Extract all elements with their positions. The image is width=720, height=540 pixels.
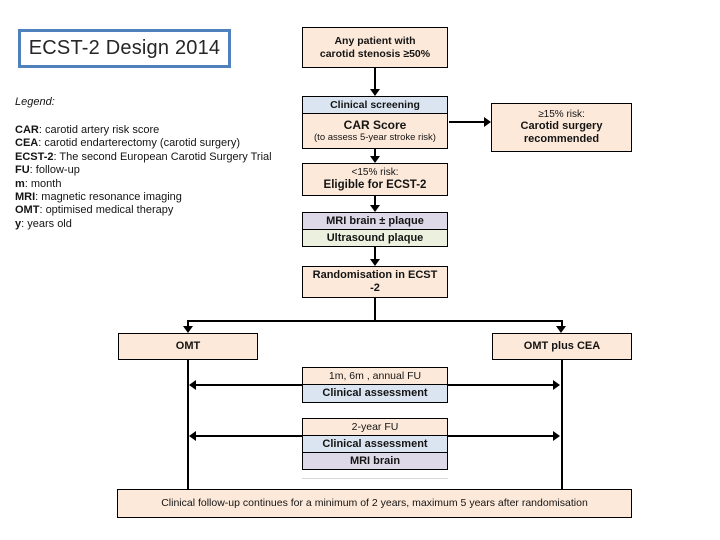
legend-item: y: years old [15,217,72,230]
faint-divider [302,478,448,479]
box-fu2-mri: MRI brain [302,452,448,470]
box-fu1-assessment: Clinical assessment [302,384,448,403]
timeline-right-line [561,360,563,489]
connector-line [374,298,376,322]
connector-line [196,384,302,386]
connector-line [374,68,376,90]
box-any-patient: Any patient with carotid stenosis ≥50% [302,27,448,68]
page-title: ECST-2 Design 2014 [18,29,231,68]
connector-line [448,435,553,437]
legend-item: CAR: carotid artery risk score [15,124,160,136]
arrow-down-icon [370,259,380,266]
arrow-down-icon [370,205,380,212]
arrow-right-icon [553,431,560,441]
arrow-down-icon [370,156,380,163]
box-low-risk: <15% risk: Eligible for ECST-2 [302,163,448,196]
arrow-left-icon [189,431,196,441]
legend-item: OMT: optimised medical therapy [15,204,174,217]
box-fu2-schedule: 2-year FU [302,418,448,436]
legend-item: ECST-2: The second European Carotid Surg… [15,150,272,163]
box-fu2-assessment: Clinical assessment [302,435,448,453]
box-ultrasound-plaque: Ultrasound plaque [302,229,448,247]
box-high-risk: ≥15% risk: Carotid surgery recommended [491,103,632,152]
box-clinical-screening: Clinical screening [302,96,448,114]
legend-item: FU: follow-up [15,164,80,177]
arrow-down-icon [370,89,380,96]
connector-line [187,320,189,327]
connector-line [374,196,376,206]
connector-line [374,247,376,260]
legend-item: MRI: magnetic resonance imaging [15,191,182,204]
page-title-text: ECST-2 Design 2014 [28,37,221,59]
connector-line [449,121,484,123]
connector-line [448,384,553,386]
arrow-left-icon [189,380,196,390]
connector-line [187,320,563,322]
box-car-score: CAR Score (to assess 5-year stroke risk) [302,113,448,149]
legend-item: CEA: carotid endarterectomy (carotid sur… [15,137,240,150]
box-randomisation: Randomisation in ECST -2 [302,266,448,298]
box-mri-plaque: MRI brain ± plaque [302,212,448,230]
arrow-right-icon [484,117,491,127]
arrow-down-icon [556,326,566,333]
connector-line [196,435,302,437]
box-fu1-schedule: 1m, 6m , annual FU [302,367,448,385]
arrow-down-icon [183,326,193,333]
box-omt-plus-cea: OMT plus CEA [492,333,632,360]
box-footer-note: Clinical follow-up continues for a minim… [117,489,632,518]
legend-heading: Legend: [15,96,55,108]
legend-list: CAR: carotid artery risk score CEA: caro… [15,124,272,231]
connector-line [374,149,376,158]
connector-line [561,320,563,327]
box-omt: OMT [118,333,258,360]
timeline-left-line [187,360,189,489]
arrow-right-icon [553,380,560,390]
legend-item: m: month [15,177,62,190]
